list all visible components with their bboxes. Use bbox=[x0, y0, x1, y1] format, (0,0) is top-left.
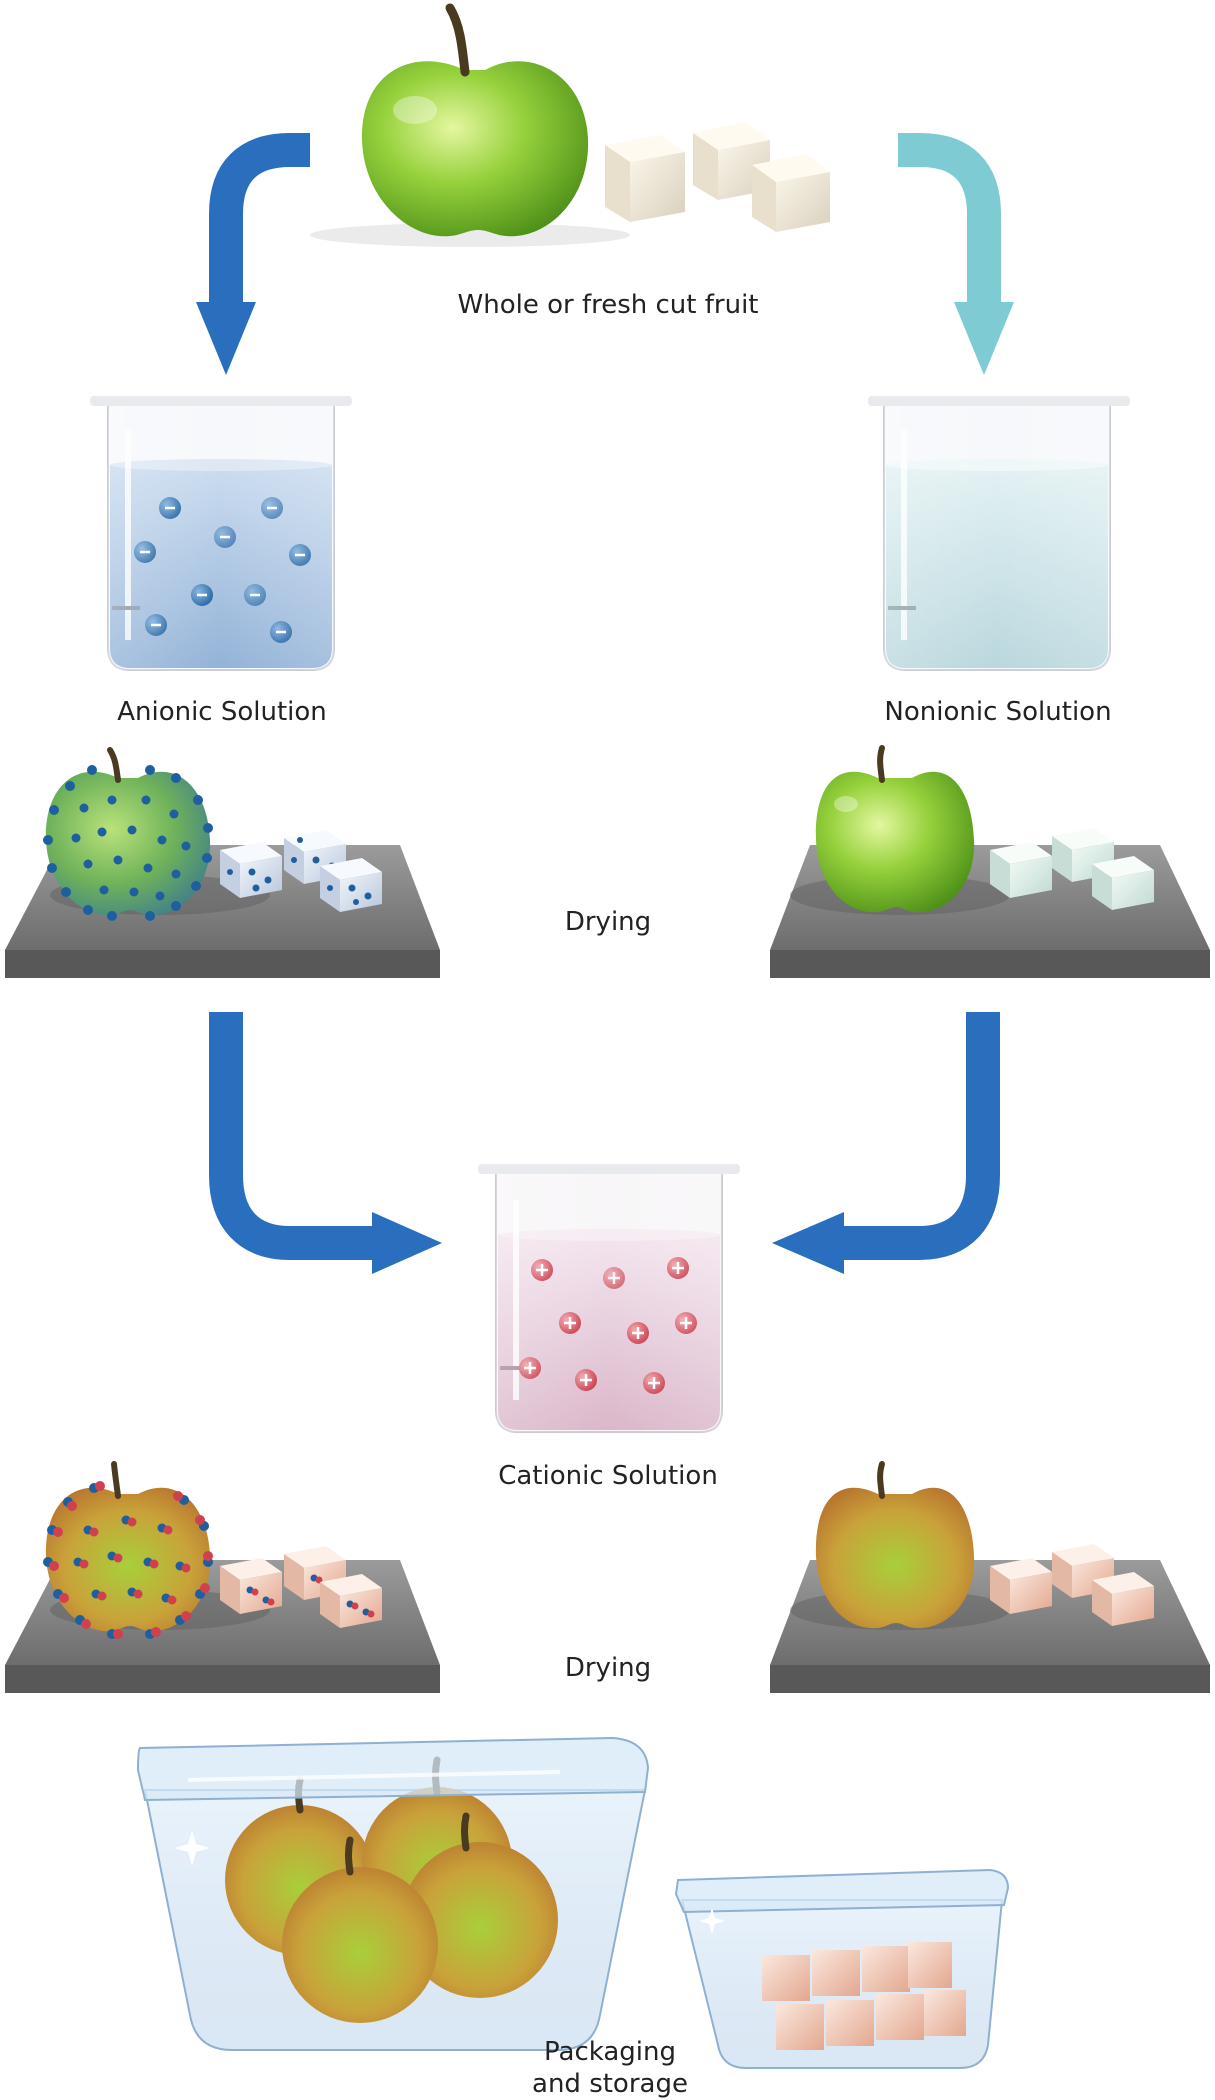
arrow-icon bbox=[196, 133, 310, 375]
cube-container bbox=[674, 1868, 1010, 2069]
apple-icon bbox=[402, 1812, 558, 1998]
fruit-cube-icon bbox=[284, 1546, 346, 1600]
fruit-cube-icon bbox=[1092, 1572, 1154, 1626]
cationic-only-table bbox=[770, 1461, 1210, 1693]
fruit-cube-icon bbox=[220, 842, 282, 898]
fruit-label: Whole or fresh cut fruit bbox=[458, 290, 759, 320]
nonionic-label: Nonionic Solution bbox=[884, 697, 1111, 727]
apple-icon bbox=[815, 745, 975, 913]
anionic-beaker bbox=[90, 396, 352, 671]
cationic-beaker bbox=[478, 1164, 740, 1433]
arrow-icon bbox=[209, 1012, 442, 1274]
apple-container bbox=[136, 1736, 650, 2051]
fruit-cube-icon bbox=[320, 858, 382, 912]
nonionic-coated-table bbox=[770, 745, 1210, 978]
drying-label-1: Drying bbox=[565, 907, 651, 937]
anionic-coated-table bbox=[5, 747, 440, 978]
arrow-icon bbox=[898, 133, 1014, 375]
fruit-cube-icon bbox=[990, 1558, 1052, 1614]
fruit-cube-icon bbox=[762, 1942, 966, 2050]
drying-label-2: Drying bbox=[565, 1653, 651, 1683]
fruit-cube-icon bbox=[1092, 856, 1154, 910]
packaging-label-line2: and storage bbox=[532, 2069, 688, 2099]
cationic-label: Cationic Solution bbox=[498, 1461, 718, 1491]
packaging-label-line1: Packaging bbox=[544, 2037, 676, 2067]
arrow-icon bbox=[772, 1012, 1000, 1274]
fruit-cube-icon bbox=[320, 1574, 382, 1628]
fruit-cube-icon bbox=[990, 842, 1052, 898]
apple-icon bbox=[43, 747, 213, 921]
fruit-cube-icon bbox=[605, 135, 685, 222]
fresh-fruit-group: Whole or fresh cut fruit bbox=[310, 3, 830, 320]
sparkle-icon bbox=[174, 1830, 210, 1866]
apple-icon bbox=[43, 1461, 213, 1639]
anionic-label: Anionic Solution bbox=[117, 697, 327, 727]
layer-coated-table bbox=[5, 1461, 440, 1693]
fruit-cube-icon bbox=[1052, 1544, 1114, 1598]
apple-icon bbox=[815, 1461, 975, 1629]
fruit-cube-icon bbox=[752, 154, 830, 232]
fruit-cube-icon bbox=[220, 1558, 282, 1614]
apple-icon bbox=[361, 3, 589, 237]
sparkle-icon bbox=[699, 1908, 725, 1934]
nonionic-beaker bbox=[868, 396, 1130, 671]
apple-icon bbox=[282, 1836, 438, 2023]
